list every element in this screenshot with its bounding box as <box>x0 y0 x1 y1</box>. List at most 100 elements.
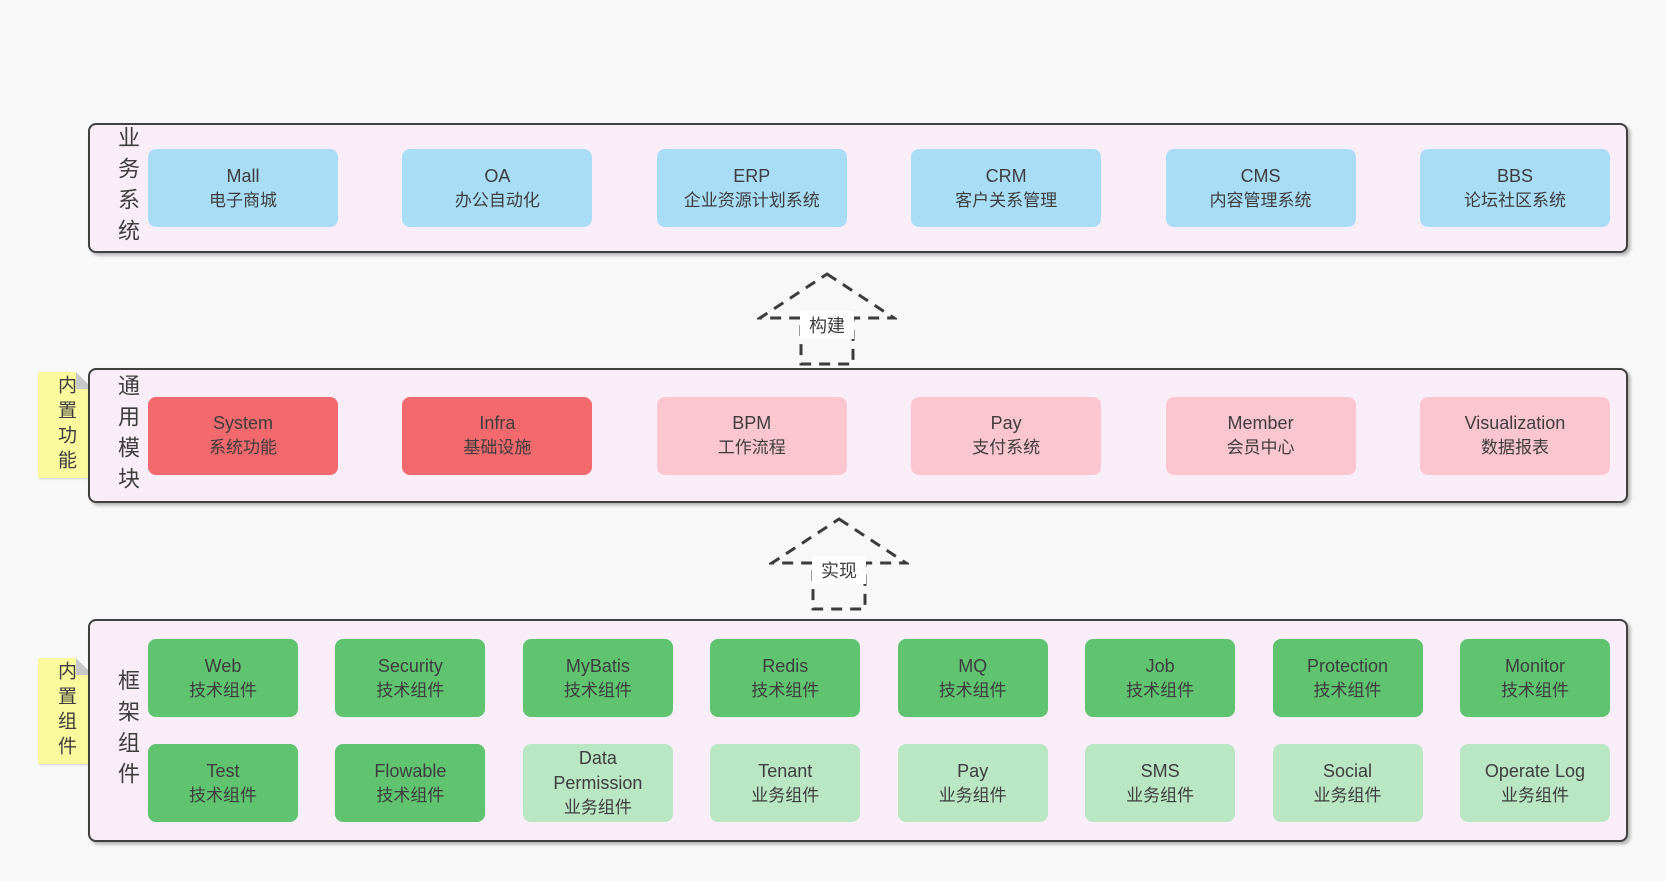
box-subtitle: 办公自动化 <box>454 190 540 210</box>
box-flowable: Flowable 技术组件 <box>335 744 486 822</box>
arrow-implement-up: 实现 <box>769 516 909 612</box>
sticky-note-text: 内置组件 <box>55 661 76 761</box>
box-erp: ERP 企业资源计划系统 <box>656 149 847 227</box>
box-title: Member <box>1227 413 1294 433</box>
sticky-note-built-in-components: 内置组件 <box>38 658 93 764</box>
box-title: ERP <box>733 165 771 186</box>
layer-label-components: 框架组件 <box>115 668 140 793</box>
layer-label-modules: 通用模块 <box>115 373 140 498</box>
box-oa: OA 办公自动化 <box>402 149 593 227</box>
sticky-note-text: 内置功能 <box>55 375 76 475</box>
box-subtitle: 业务组件 <box>1126 785 1195 805</box>
arrow-build-label: 构建 <box>809 316 845 336</box>
box-subtitle: 业务组件 <box>938 785 1007 805</box>
box-subtitle: 系统功能 <box>209 438 277 458</box>
layer-business-systems: 业务系统 Mall 电子商城 OA 办公自动化 ERP 企业资源计划系统 CRM 客户关系管理… <box>88 123 1628 253</box>
box-title: Redis <box>762 655 809 676</box>
box-title: Pay <box>957 760 989 781</box>
box-cms: CMS 内容管理系统 <box>1165 149 1356 227</box>
box-visualization: Visualization 数据报表 <box>1419 396 1610 475</box>
box-title: Protection <box>1307 655 1389 676</box>
box-title: SMS <box>1140 760 1180 781</box>
box-subtitle: 技术组件 <box>376 680 445 700</box>
box-subtitle: 业务组件 <box>1500 785 1569 805</box>
box-title: System <box>212 413 273 433</box>
box-subtitle: 企业资源计划系统 <box>683 190 820 210</box>
box-subtitle: 业务组件 <box>1313 785 1382 805</box>
box-title: Job <box>1145 655 1175 676</box>
box-title: Flowable <box>374 760 447 781</box>
sticky-note-built-in-features: 内置功能 <box>38 372 93 478</box>
box-mq: MQ 技术组件 <box>897 639 1048 717</box>
box-data-permission: Data Permission 业务组件 <box>522 744 673 822</box>
box-subtitle: 支付系统 <box>972 438 1041 458</box>
box-subtitle: 基础设施 <box>463 438 532 458</box>
box-member: Member 会员中心 <box>1165 396 1356 475</box>
box-title: Mall <box>226 165 260 186</box>
box-subtitle: 技术组件 <box>1500 680 1569 700</box>
box-pay: Pay 支付系统 <box>911 396 1102 475</box>
box-title: CRM <box>985 165 1027 186</box>
box-title: Security <box>377 655 443 676</box>
box-subtitle: 论坛社区系统 <box>1463 190 1566 210</box>
box-title: BPM <box>732 413 772 433</box>
up-arrow-icon: 构建 <box>757 272 897 366</box>
box-pay: Pay 业务组件 <box>897 744 1048 822</box>
up-arrow-icon: 实现 <box>769 517 909 611</box>
box-title: Tenant <box>758 760 813 781</box>
box-infra: Infra 基础设施 <box>402 396 593 475</box>
box-sms: SMS 业务组件 <box>1085 744 1236 822</box>
box-subtitle: 技术组件 <box>189 680 257 700</box>
box-subtitle: 电子商城 <box>209 190 277 210</box>
business-boxes: Mall 电子商城 OA 办公自动化 ERP 企业资源计划系统 CRM 客户关系管理 CMS 内容… <box>138 149 1626 227</box>
box-title: Operate Log <box>1484 760 1585 781</box>
box-subtitle: 技术组件 <box>751 680 820 700</box>
box-subtitle: 客户关系管理 <box>955 190 1058 210</box>
box-subtitle: 技术组件 <box>1313 680 1382 700</box>
box-redis: Redis 技术组件 <box>710 639 861 717</box>
box-bbs: BBS 论坛社区系统 <box>1419 149 1610 227</box>
box-title: CMS <box>1240 165 1281 186</box>
box-title: Visualization <box>1464 413 1566 433</box>
box-title: Pay <box>990 413 1022 433</box>
box-subtitle: 数据报表 <box>1480 438 1549 458</box>
box-title: OA <box>484 165 511 186</box>
box-title: Infra <box>479 413 516 433</box>
box-subtitle: 技术组件 <box>563 680 632 700</box>
box-web: Web 技术组件 <box>148 639 298 717</box>
box-mall: Mall 电子商城 <box>148 149 338 227</box>
box-title: Monitor <box>1504 655 1565 676</box>
arrow-build-up: 构建 <box>757 271 897 367</box>
box-security: Security 技术组件 <box>335 639 486 717</box>
box-subtitle: 技术组件 <box>938 680 1007 700</box>
box-row: Mall 电子商城 OA 办公自动化 ERP 企业资源计划系统 CRM 客户关系管理 CMS 内容… <box>148 149 1610 227</box>
box-title: BBS <box>1496 165 1533 186</box>
box-title: Web <box>204 655 242 676</box>
box-test: Test 技术组件 <box>148 744 298 822</box>
box-subtitle: 会员中心 <box>1226 438 1295 458</box>
box-title: MQ <box>958 655 988 676</box>
box-title: Social <box>1323 760 1373 781</box>
box-subtitle: 技术组件 <box>376 785 445 805</box>
box-subtitle: 业务组件 <box>563 798 632 818</box>
box-tenant: Tenant 业务组件 <box>710 744 861 822</box>
layer-label-business: 业务系统 <box>115 126 140 250</box>
box-operate-log: Operate Log 业务组件 <box>1459 744 1610 822</box>
box-crm: CRM 客户关系管理 <box>911 149 1102 227</box>
box-subtitle: 技术组件 <box>189 785 257 805</box>
box-title: Data Permission <box>553 747 643 794</box>
box-title: Test <box>206 760 240 781</box>
arrow-implement-label: 实现 <box>821 561 857 581</box>
box-subtitle: 内容管理系统 <box>1209 190 1312 210</box>
box-subtitle: 业务组件 <box>751 785 820 805</box>
